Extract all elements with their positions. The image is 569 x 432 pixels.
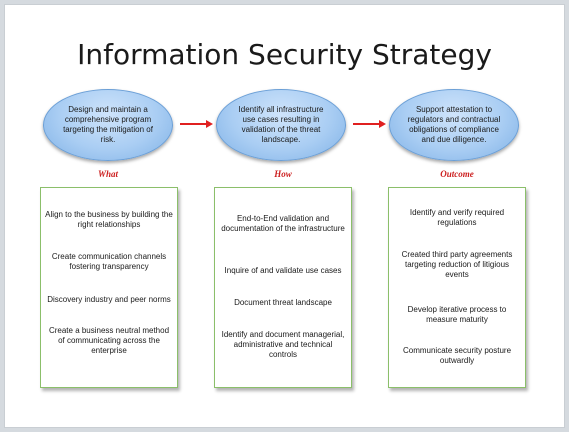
outcome-label: Outcome: [440, 169, 474, 179]
what-item: Create communication channels fostering …: [51, 252, 167, 271]
outcome-oval: Support attestation to regulators and co…: [389, 89, 519, 161]
what-item: Create a business neutral method of comm…: [48, 326, 170, 355]
what-label: What: [97, 169, 118, 179]
outcome-item: Created third party agreements targeting…: [401, 250, 513, 279]
arrow-how-to-outcome: [353, 120, 386, 128]
what-box: Align to the business by building the ri…: [40, 187, 178, 388]
what-item: Align to the business by building the ri…: [45, 210, 173, 229]
how-item: Document threat landscape: [234, 298, 332, 307]
outcome-item: Identify and verify required regulations: [409, 208, 505, 227]
outcome-item: Develop iterative process to measure mat…: [407, 305, 507, 324]
what-oval-text: Design and maintain a comprehensive prog…: [63, 105, 153, 144]
how-oval-text: Identify all infrastructure use cases re…: [238, 105, 324, 144]
how-box: End-to-End validation and documentation …: [214, 187, 352, 388]
outcome-item: Communicate security posture outwardly: [402, 346, 512, 365]
how-oval: Identify all infrastructure use cases re…: [216, 89, 346, 161]
what-oval: Design and maintain a comprehensive prog…: [43, 89, 173, 161]
diagram-title: Information Security Strategy: [77, 38, 492, 71]
how-label: How: [274, 169, 292, 179]
how-item: End-to-End validation and documentation …: [221, 214, 345, 233]
what-item: Discovery industry and peer norms: [47, 295, 171, 304]
how-item: Inquire of and validate use cases: [224, 266, 342, 275]
arrow-what-to-how: [180, 120, 213, 128]
outcome-oval-text: Support attestation to regulators and co…: [407, 105, 501, 144]
how-item: Identify and document managerial, admini…: [221, 330, 345, 359]
outcome-box: Identify and verify required regulations…: [388, 187, 526, 388]
